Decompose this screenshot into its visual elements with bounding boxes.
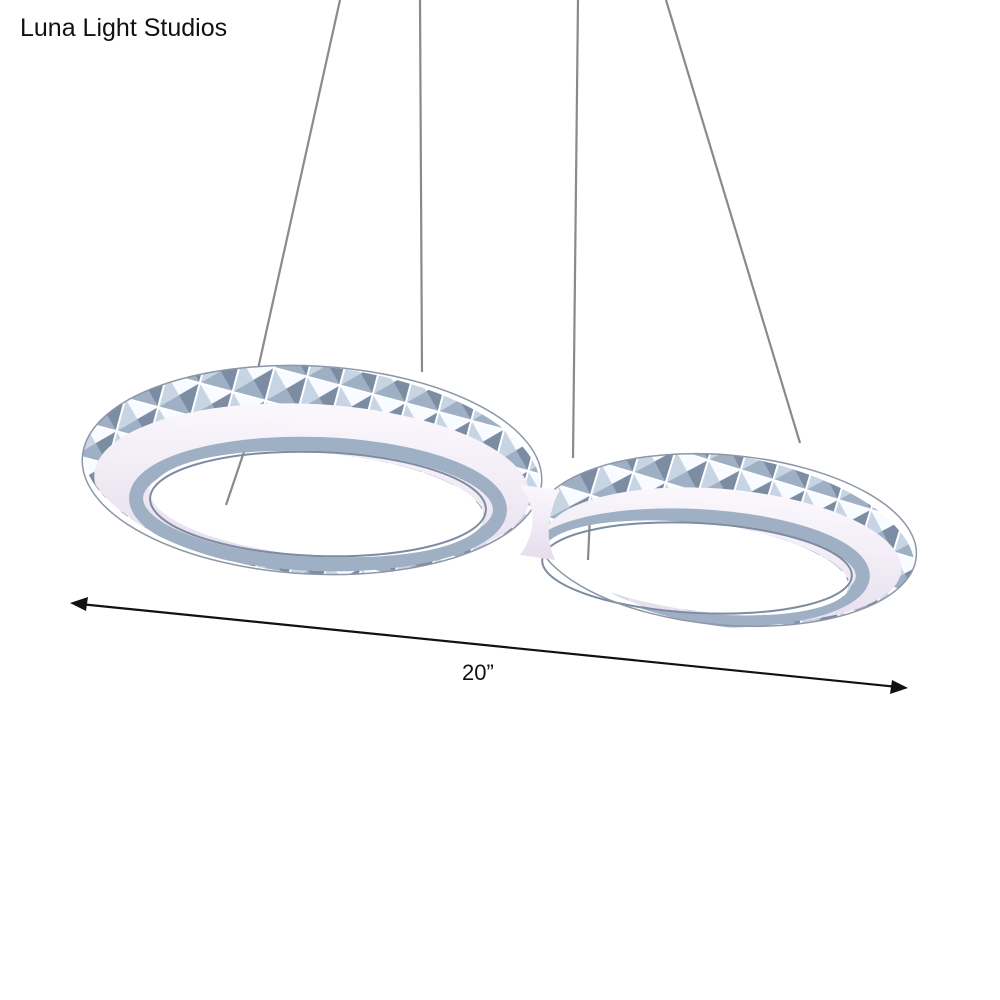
dimension-arrow [70,597,908,694]
right-crystal-ring [524,452,918,628]
cable-4 [664,0,802,444]
left-crystal-ring [81,364,543,576]
brand-name: Luna Light Studios [20,14,228,42]
dimension-label: 20” [462,660,494,685]
cable-2 [418,0,424,373]
cable-1 [256,0,342,370]
ring-junction [520,485,560,560]
cable-3 [571,0,580,459]
suspension-cables [224,0,802,561]
